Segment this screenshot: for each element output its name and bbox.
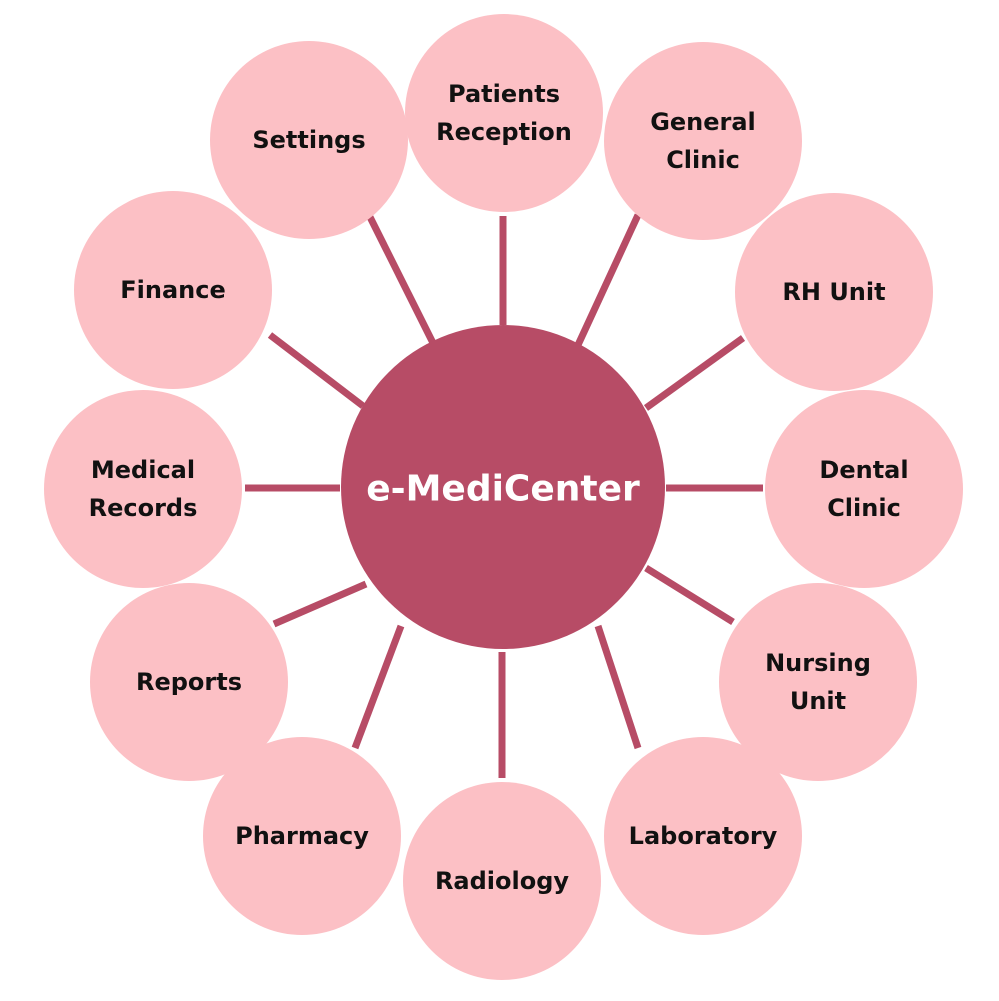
module-circle [210,41,408,239]
spoke-reports [272,580,368,628]
module-label: Laboratory [629,822,778,850]
spoke-pharmacy [351,624,405,750]
module-label: Reports [136,668,242,696]
module-circle [719,583,917,781]
module-label: Records [89,494,198,522]
spoke-rh-unit [643,335,746,411]
module-node-pharmacy[interactable]: Pharmacy [203,737,401,935]
module-label: Clinic [666,146,740,174]
module-circle [403,782,601,980]
module-circle [90,583,288,781]
spoke-general-clinic [574,213,642,347]
module-label: Clinic [827,494,901,522]
module-label: Finance [120,276,226,304]
module-circle [203,737,401,935]
module-node-reports[interactable]: Reports [90,583,288,781]
module-circle [604,737,802,935]
module-circle [765,390,963,588]
module-node-radiology[interactable]: Radiology [403,782,601,980]
module-circle [604,42,802,240]
hub-label: e-MediCenter [366,469,640,510]
module-label: Radiology [435,867,569,895]
module-circle [735,193,933,391]
spoke-finance [267,332,366,409]
module-label: Unit [790,687,846,715]
module-label: Settings [252,126,365,154]
module-label: Patients [448,80,560,108]
module-label: Pharmacy [235,822,369,850]
module-label: RH Unit [782,278,885,306]
hub-circle [341,325,665,649]
module-label: Medical [91,456,195,484]
spoke-laboratory [594,624,642,750]
module-circle [44,390,242,588]
spokes [245,213,763,778]
spoke-nursing-unit [644,565,735,625]
module-label: Reception [436,118,572,146]
module-node-settings[interactable]: Settings [210,41,408,239]
module-node-rh-unit[interactable]: RH Unit [735,193,933,391]
spoke-settings [366,215,437,345]
hub[interactable]: e-MediCenter [341,325,665,649]
module-label: Dental [819,456,908,484]
module-circle [405,14,603,212]
module-label: Nursing [765,649,871,677]
module-node-laboratory[interactable]: Laboratory [604,737,802,935]
module-node-finance[interactable]: Finance [74,191,272,389]
module-circle [74,191,272,389]
module-label: General [650,108,756,136]
